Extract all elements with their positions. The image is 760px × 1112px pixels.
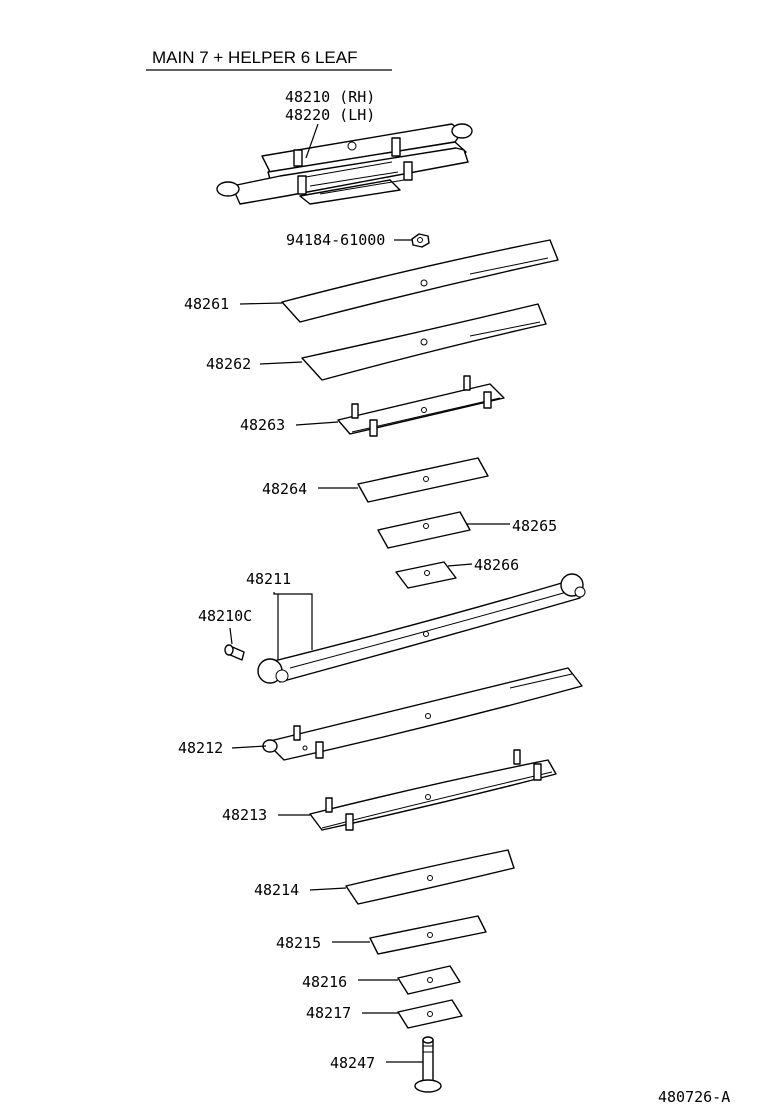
part-number-48262: 48262: [206, 355, 251, 373]
leaf-48262[interactable]: [301, 303, 547, 381]
figure-code: 480726-A: [658, 1088, 730, 1106]
leaf-spring-assembly[interactable]: [216, 123, 473, 205]
bushing-48210c[interactable]: [224, 644, 245, 661]
part-number-48216: 48216: [302, 973, 347, 991]
part-number-nut: 94184-61000: [286, 231, 385, 249]
part-number-48264: 48264: [262, 480, 307, 498]
leaf-48264[interactable]: [357, 457, 489, 503]
leaf-48215[interactable]: [369, 915, 487, 955]
leaf-48263[interactable]: [337, 375, 505, 437]
part-number-48263: 48263: [240, 416, 285, 434]
leaf-48212[interactable]: [262, 667, 583, 761]
nut[interactable]: [411, 233, 430, 248]
part-number-assy-rh: 48210 (RH): [285, 88, 375, 106]
part-number-48247: 48247: [330, 1054, 375, 1072]
leaf-48266[interactable]: [395, 561, 457, 589]
leaf-48261[interactable]: [281, 239, 559, 323]
part-number-48261: 48261: [184, 295, 229, 313]
leaf-48216[interactable]: [397, 965, 461, 995]
part-number-48266: 48266: [474, 556, 519, 574]
part-number-48215: 48215: [276, 934, 321, 952]
part-number-48213: 48213: [222, 806, 267, 824]
diagram-title: MAIN 7 + HELPER 6 LEAF: [152, 48, 358, 67]
part-number-48212: 48212: [178, 739, 223, 757]
leaf-48217[interactable]: [397, 999, 463, 1029]
leaf-48265[interactable]: [377, 511, 471, 549]
part-number-48211: 48211: [246, 570, 291, 588]
leaf-48214[interactable]: [345, 849, 515, 905]
part-number-assy-lh: 48220 (LH): [285, 106, 375, 124]
center-bolt-48247[interactable]: [414, 1036, 442, 1093]
part-number-48217: 48217: [306, 1004, 351, 1022]
leaf-48213[interactable]: [309, 749, 557, 831]
part-number-48265: 48265: [512, 517, 557, 535]
part-number-48210c: 48210C: [198, 607, 252, 625]
leaf-48211-main[interactable]: [257, 573, 586, 684]
part-number-48214: 48214: [254, 881, 299, 899]
